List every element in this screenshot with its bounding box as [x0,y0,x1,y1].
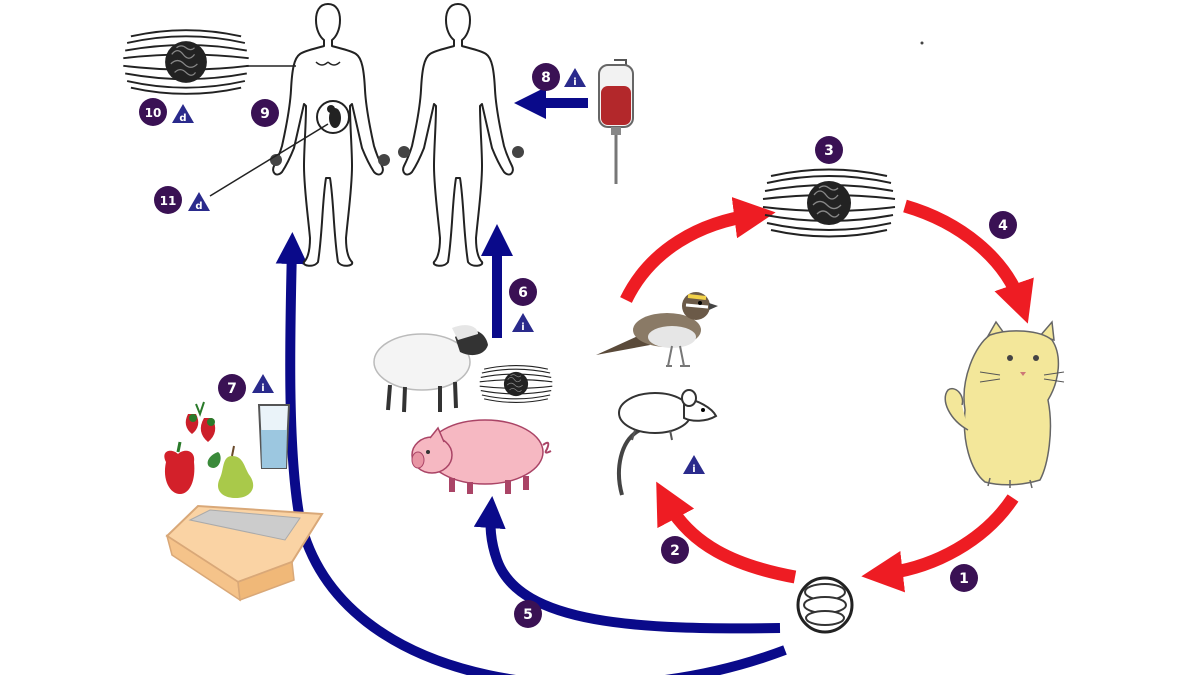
arrow-big-oocyst-to-human [275,232,787,675]
step-11-label: 11 [160,194,177,208]
bird-icon [596,292,718,367]
diagnostic-marker-11: d [188,192,210,212]
pear-icon [207,445,254,498]
step-6-marker: 6 [509,278,537,306]
sheep-icon [373,325,488,413]
infective-label-rat: i [692,464,695,475]
hand-lesion-icons [270,146,524,166]
step-4-label: 4 [998,218,1008,234]
tissue-cyst-icon [122,29,250,95]
step-9-marker: 9 [251,99,279,127]
arrow-2-oocyst-to-rodent [656,481,797,584]
arrow-5-oocyst-to-livestock [473,496,781,634]
human-male-icon [402,3,514,267]
infective-marker-8: i [564,68,586,88]
infective-label-7: i [261,383,264,394]
water-glass-icon [257,404,291,469]
step-4-marker: 4 [989,211,1017,239]
step-1-label: 1 [959,571,969,587]
infective-marker-6: i [512,313,534,333]
step-11-marker: 11 [154,186,182,214]
step-1-marker: 1 [950,564,978,592]
step-8-label: 8 [541,70,551,86]
litter-box-icon [165,504,324,602]
diagnostic-label-10: d [179,113,186,124]
step-5-label: 5 [523,607,533,623]
oocyst-icon [796,576,854,634]
step-3-marker: 3 [815,136,843,164]
human-female-icon [272,3,384,267]
cat-icon [944,320,1065,489]
arrow-1-cat-to-oocyst [861,494,1019,593]
pig-icon [411,419,552,494]
step-6-label: 6 [518,285,528,301]
infective-marker-7: i [252,374,274,394]
step-8-marker: 8 [532,63,560,91]
infective-label-8: i [573,77,576,88]
step-10-label: 10 [145,106,162,120]
strawberries-icon [185,401,216,442]
diagnostic-label-11: d [195,201,202,212]
stray-dot [920,41,924,45]
arrow-3-hosts-to-cyst [620,197,776,303]
diagnostic-marker-10: d [172,104,194,124]
iv-blood-bag-icon [598,59,634,184]
leader-line-11 [209,123,329,197]
infective-label-6: i [521,322,524,333]
step-5-marker: 5 [514,600,542,628]
tissue-cyst-top-icon [762,168,896,238]
bell-pepper-icon [164,441,195,494]
step-2-label: 2 [670,543,680,559]
step-10-marker: 10 [139,98,167,126]
infective-marker-rat: i [683,455,705,475]
step-2-marker: 2 [661,536,689,564]
step-7-label: 7 [227,381,237,397]
step-9-label: 9 [260,106,270,122]
step-7-marker: 7 [218,374,246,402]
rat-icon [617,389,718,496]
step-3-label: 3 [824,143,834,159]
tissue-cyst-small-icon [479,365,553,403]
arrow-4-cyst-to-cat [903,199,1034,324]
